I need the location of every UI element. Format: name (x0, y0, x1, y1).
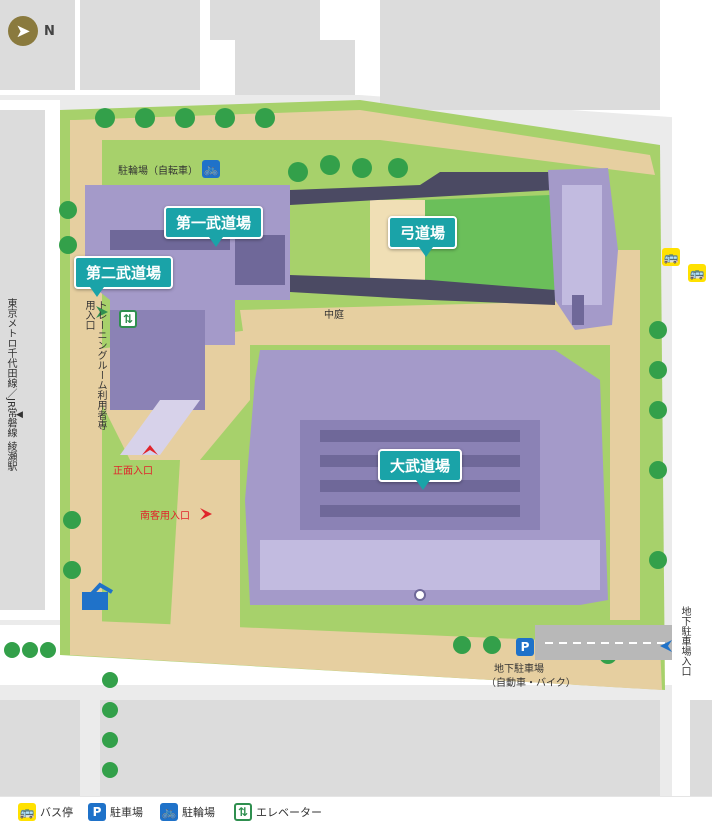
legend-label: エレベーター (256, 806, 322, 819)
label-first-dojo: 第一武道場 (164, 206, 264, 247)
bicycle-parking-text: 駐輪場（自転車） (118, 165, 198, 177)
label-kyudojo: 弓道場 (388, 216, 458, 257)
label-main-dojo: 大武道場 (378, 449, 463, 490)
underground-parking-sub-label: （自動車・バイク） (486, 678, 576, 689)
south-entrance-label: 南客用入口 (140, 511, 190, 522)
legend-item-bicycle-parking: 🚲 駐輪場 (160, 803, 215, 821)
truss-bridges (290, 172, 555, 305)
compass: ➤ N (8, 16, 55, 46)
bus-stop-icon: 🚌 (18, 803, 36, 821)
bicycle-icon: 🚲 (202, 160, 220, 178)
elevator-icon: ⇅ (234, 803, 252, 821)
north-label: N (44, 23, 55, 39)
bicycle-parking-label: 駐輪場（自転車） 🚲 (118, 160, 220, 178)
underground-parking-label: 地下駐車場 (494, 664, 544, 675)
station-arrow: ◀ (16, 410, 23, 420)
bicycle-icon: 🚲 (160, 803, 178, 821)
statue-icon (82, 582, 114, 610)
parking-entrance-arrow (660, 640, 672, 652)
label-second-dojo: 第二武道場 (74, 256, 174, 297)
training-entrance-arrow (96, 306, 108, 318)
bus-stop-icon: 🚌 (688, 264, 706, 282)
training-entrance-label: トレーニングルーム利用者専用入口 (83, 300, 106, 430)
legend-label: 駐車場 (110, 806, 143, 819)
buildings (85, 168, 618, 605)
legend-item-parking: P 駐車場 (88, 803, 143, 821)
main-entrance-label: 正面入口 (113, 466, 153, 477)
station-label: 東京メトロ千代田線／JR常磐線 綾瀬駅 (5, 298, 16, 472)
entrance-arrows (142, 445, 212, 520)
bus-stop-icon: 🚌 (662, 248, 680, 266)
city-blocks (0, 0, 712, 796)
north-arrow-icon: ➤ (8, 16, 38, 46)
parking-icon: P (516, 638, 534, 656)
trees (4, 108, 667, 778)
legend-item-bus-stop: 🚌 バス停 (18, 803, 73, 821)
courtyard-label: 中庭 (324, 310, 344, 321)
legend-item-elevator: ⇅ エレベーター (234, 803, 322, 821)
elevator-icon: ⇅ (119, 310, 137, 328)
legend-label: バス停 (40, 806, 73, 819)
parking-icon: P (88, 803, 106, 821)
legend-label: 駐輪場 (182, 806, 215, 819)
parking-entrance-label: 地下駐車場入口 (679, 606, 690, 676)
legend: 🚌 バス停 P 駐車場 🚲 駐輪場 ⇅ エレベーター (0, 796, 712, 835)
